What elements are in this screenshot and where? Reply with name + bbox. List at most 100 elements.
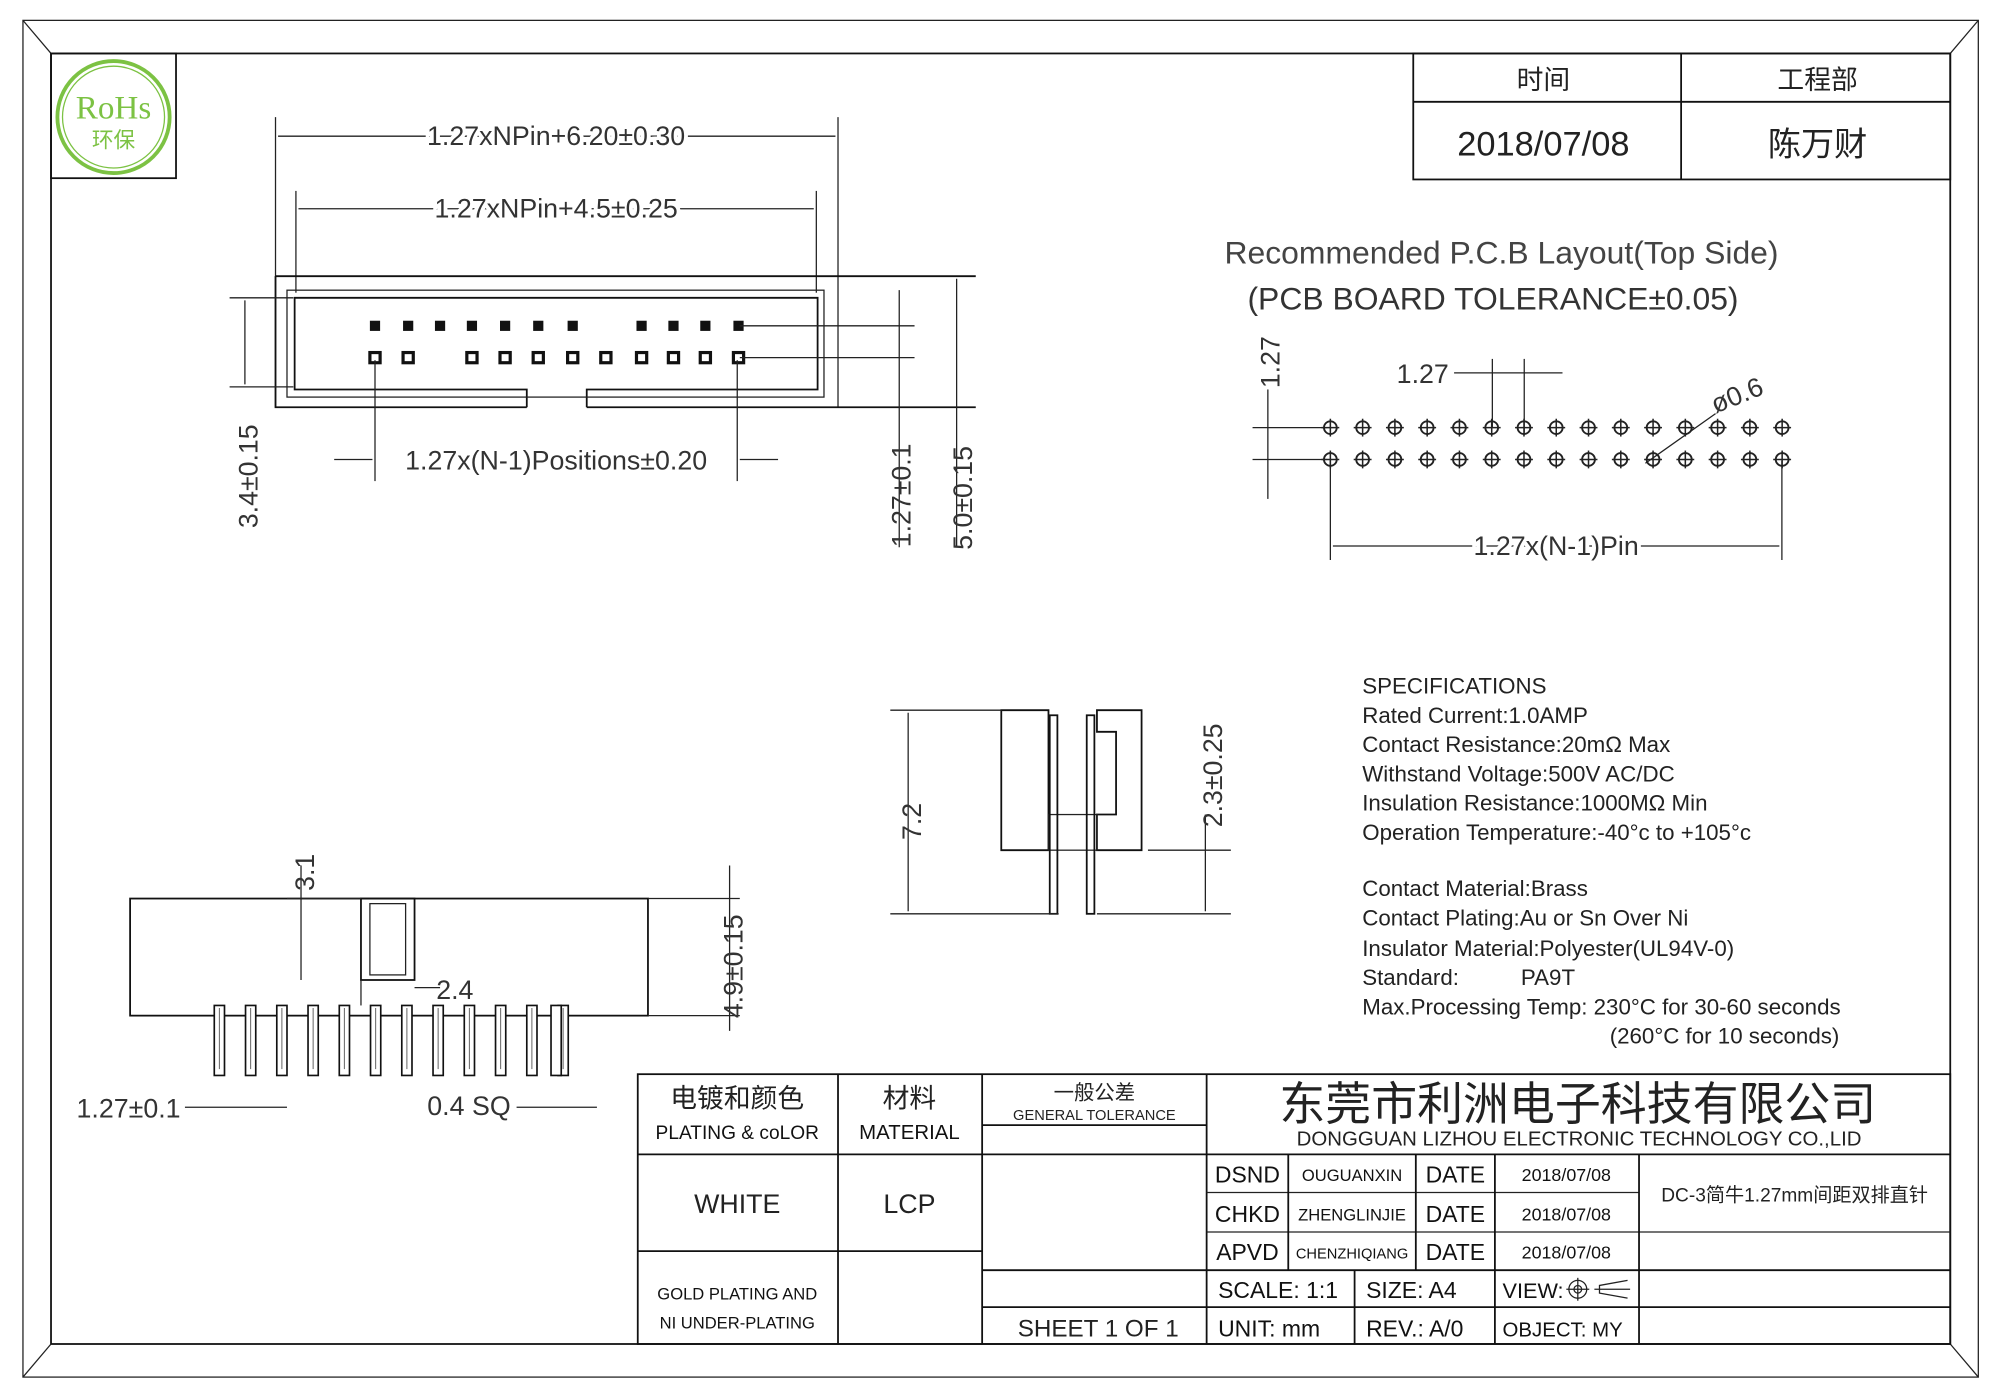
pin-square [403,320,414,331]
drawing-label: VIEW: [1503,1278,1564,1303]
drawing-label: CHENZHIQIANG [1296,1247,1408,1263]
drawing-stroke [274,276,527,409]
drawing-stroke [286,289,825,398]
pin-square [498,350,512,365]
drawing-label: DATE [1426,1239,1486,1265]
pin-square [500,320,511,331]
drawing-label: REV.: A/0 [1366,1315,1463,1341]
drawing-label: 3.4±0.15 [234,424,264,528]
drawing-label: DATE [1426,1201,1486,1227]
drawing-stroke [22,1343,52,1378]
drawing-label: Insulator Material:Polyester(UL94V-0) [1362,936,1734,961]
drawing-label: SCALE: 1:1 [1218,1277,1338,1303]
drawing-stroke [360,897,416,981]
contact-pin [550,1004,563,1077]
drawing-label: 1.27 [1397,359,1449,389]
pin-square [401,350,415,365]
drawing-label: WHITE [694,1189,780,1219]
drawing-label: SIZE: A4 [1366,1277,1457,1303]
drawing-label: Standard: PA9T [1362,965,1575,990]
drawing-stroke [636,1073,1952,1345]
drawing-label: GENERAL TOLERANCE [1013,1108,1176,1124]
drawing-label: 5.0±0.15 [948,446,978,550]
drawing-label: 电镀和颜色 [670,1083,804,1113]
drawing-stroke [1085,714,1096,915]
drawing-label: 材料 [883,1083,937,1113]
pin-square [700,320,711,331]
drawing-label: 1.27xNPin+6.20±0.30 [427,121,685,151]
projection-icon [1566,1277,1631,1301]
rohs-logo: RoHs 环保 [50,52,177,180]
drawing-stroke [1047,813,1098,851]
drawing-label: OUGUANXIN [1302,1166,1402,1185]
drawing-label: Insulation Resistance:1000MΩ Min [1362,791,1707,816]
drawing-label: Max.Processing Temp: 230°C for 30-60 sec… [1362,994,1840,1019]
title-block: 电镀和颜色 PLATING & coLOR 材料 MATERIAL 一般公差 G… [636,1073,1952,1345]
pin-square [666,350,681,365]
drawing-label: 1.27x(N-1)Pin [1474,531,1639,561]
drawing-stroke [129,897,649,1017]
drawing-label: APVD [1216,1239,1278,1265]
drawing-label: 1.27±0.1 [77,1093,181,1123]
drawing-label: Withstand Voltage:500V AC/DC [1362,761,1674,786]
drawing-stroke [61,65,166,169]
pin-square [466,320,478,331]
drawing-label: Contact Plating:Au or Sn Over Ni [1362,905,1688,930]
drawing-label: 1.27xNPin+4.5±0.25 [434,194,677,224]
pin-square [531,350,545,365]
pcb-layout-subtitle: (PCB BOARD TOLERANCE±0.05) [1247,280,1738,316]
drawing-label: ZHENGLINJIE [1298,1206,1406,1225]
drawing-label: 2018/07/08 [1522,1165,1611,1185]
drawing-label: UNIT: mm [1218,1315,1320,1341]
drawing-label: GOLD PLATING AND [657,1284,817,1303]
pin-square [566,350,580,365]
drawing-stroke [213,1004,570,1077]
drawing-stroke [1321,418,1792,469]
pin-square [636,320,647,331]
drawing-label: 2.4 [436,975,473,1005]
pin-square [698,350,713,365]
pin-square [668,320,679,331]
header-block: 时间 工程部 2018/07/08 陈万财 [1412,52,1952,181]
drawing-label: Contact Material:Brass [1362,876,1588,901]
drawing-label: Contact Resistance:20mΩ Max [1362,732,1670,757]
specifications: SPECIFICATIONS Rated Current:1.0AMP Cont… [1362,674,1840,1049]
drawing-label: 7.2 [897,803,927,840]
pin-square [634,350,649,365]
drawing-label: 1.27 [1255,336,1285,388]
company-name-cn: 东莞市利洲电子科技有限公司 [1279,1078,1876,1130]
time-label: 时间 [1517,65,1571,95]
drawing-stroke [1949,1343,1979,1378]
drawing-stroke [369,903,407,976]
drawing-label: 2018/07/08 [1522,1243,1611,1263]
top-view: 1.27xNPin+6.20±0.30 1.27xNPin+4.5±0.25 3… [229,117,978,550]
drawing-label: ø0.6 [1707,371,1768,419]
drawing-label: (260°C for 10 seconds) [1610,1024,1840,1049]
drawing-label: CHKD [1215,1201,1280,1227]
company-name-en: DONGGUAN LIZHOU ELECTRONIC TECHNOLOGY CO… [1297,1128,1862,1150]
drawing-label: 2.3±0.25 [1198,723,1228,827]
pcb-layout: Recommended P.C.B Layout(Top Side) (PCB … [1224,234,1792,565]
drawing-label: 一般公差 [1054,1082,1136,1105]
drawing-label: RoHs [76,89,152,126]
drawing-stroke [55,59,172,175]
pin-square [533,320,544,331]
drawing-label: 4.9±0.15 [718,914,748,1018]
drawing-label: 1.27±0.1 [887,443,917,547]
drawing-label: DATE [1426,1161,1486,1187]
pin-square [434,320,446,331]
part-name: DC-3简牛1.27mm间距双排直针 [1661,1184,1928,1206]
drawing-label: NI UNDER-PLATING [660,1314,815,1333]
drawing-label: SHEET 1 OF 1 [1018,1315,1179,1342]
drawing-stroke [50,52,177,180]
drawing-stroke [1000,709,1050,852]
pin-square [465,350,479,365]
drawing-label: Operation Temperature:-40°c to +105°c [1362,820,1751,845]
drawing-label: 3.1 [290,854,320,891]
pin-square [567,320,578,331]
drawing-label: Rated Current:1.0AMP [1362,703,1588,728]
drawing-label: 0.4 SQ [427,1091,510,1121]
drawing-label: MATERIAL [859,1122,960,1144]
drawing-stroke [293,296,819,408]
